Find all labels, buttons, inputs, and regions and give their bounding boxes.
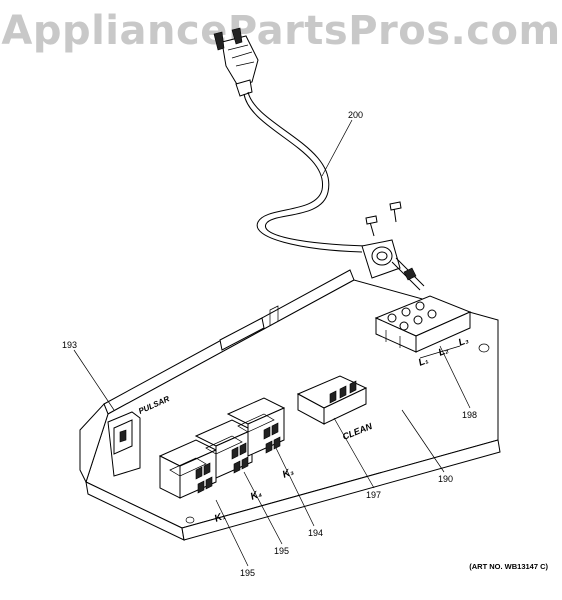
relay-k3[interactable]	[226, 397, 286, 457]
callout-197[interactable]: 197	[366, 490, 381, 500]
callout-190[interactable]: 190	[438, 474, 453, 484]
pulsar-relay[interactable]	[107, 411, 141, 477]
relay-k4[interactable]	[194, 419, 254, 479]
callout-198[interactable]: 198	[462, 410, 477, 420]
callout-194[interactable]: 194	[308, 528, 323, 538]
label-l3: L₃	[457, 335, 470, 349]
label-l2: L₂	[437, 345, 450, 359]
power-cord[interactable]	[213, 27, 367, 253]
label-l1: L₁	[417, 355, 430, 369]
callout-193[interactable]: 193	[62, 340, 77, 350]
clean-relay[interactable]	[296, 375, 368, 425]
leader-lines	[73, 119, 471, 567]
watermark-text: AppliancePartsPros.com	[1, 8, 561, 54]
terminal-block[interactable]	[374, 295, 472, 353]
mounting-screws	[365, 201, 402, 237]
callout-200[interactable]: 200	[348, 110, 363, 120]
callout-195-upper[interactable]: 195	[274, 546, 289, 556]
label-k1: K₁	[213, 510, 228, 524]
relay-k1[interactable]	[158, 439, 218, 499]
art-number: (ART NO. WB13147 C)	[469, 562, 548, 571]
callout-195-lower[interactable]: 195	[240, 568, 255, 578]
cord-strain-relief	[361, 239, 425, 291]
